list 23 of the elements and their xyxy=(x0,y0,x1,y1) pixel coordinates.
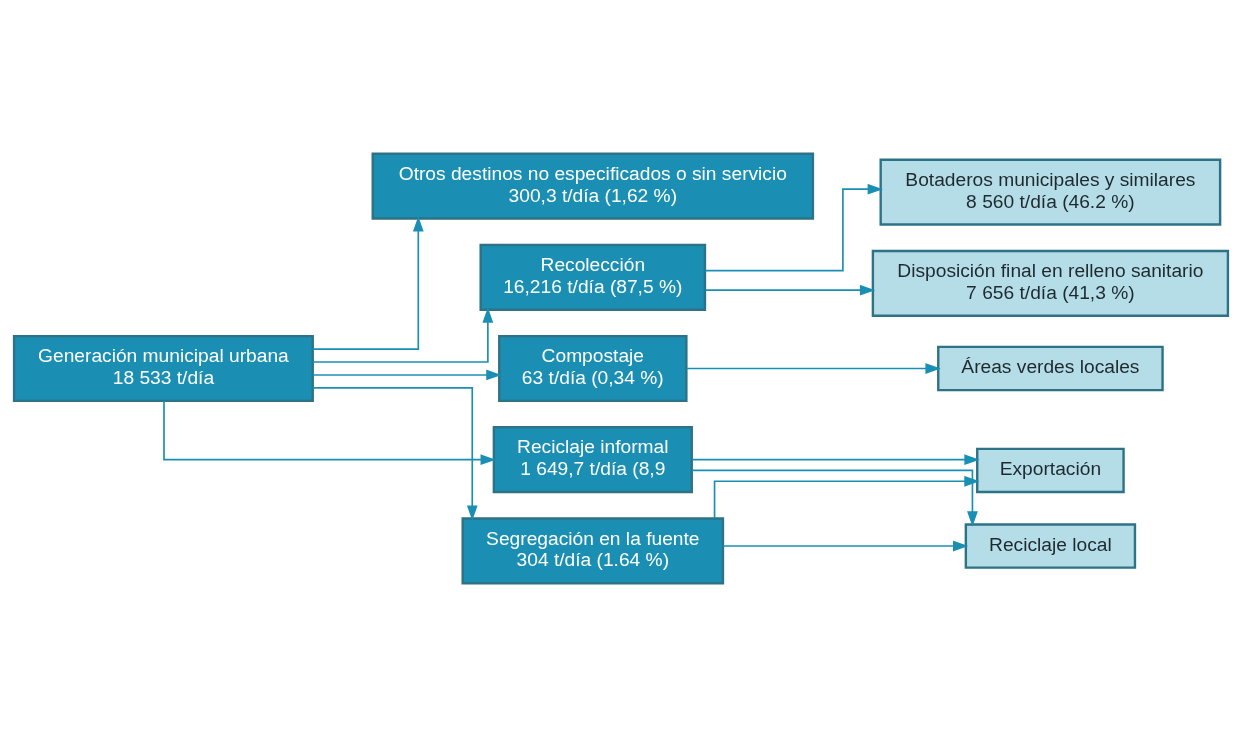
arrow xyxy=(722,540,969,552)
arrow xyxy=(312,387,478,521)
node-box: Recolección 16,216 t/día (87,5 %) xyxy=(479,243,707,311)
node-box: Áreas verdes locales xyxy=(937,345,1164,392)
node-box: Exportación xyxy=(976,447,1125,494)
arrow xyxy=(704,284,876,296)
arrow xyxy=(691,469,978,527)
node-box: Generación municipal urbana 18 533 t/día xyxy=(12,334,314,403)
arrow xyxy=(312,369,502,381)
node-box: Reciclaje informal 1 649,7 t/día (8,9 xyxy=(492,426,693,494)
arrow xyxy=(311,307,494,363)
node-box: Otros destinos no especificados o sin servicio 300,3 t/día (1,62 %) xyxy=(371,152,815,220)
node-box: Reciclaje local xyxy=(964,523,1137,569)
arrow xyxy=(311,216,424,350)
node-box: Disposición final en relleno sanitario 7 656 t/día (41,3 %) xyxy=(871,249,1230,317)
node-box: Segregación en la fuente 304 t/día (1.64 %) xyxy=(461,517,725,585)
arrow xyxy=(713,475,980,519)
arrow xyxy=(685,363,941,374)
node-box: Compostaje 63 t/día (0,34 %) xyxy=(498,334,688,403)
arrow xyxy=(163,400,496,466)
arrow xyxy=(691,454,980,466)
node-box: Botaderos municipales y similares 8 560 t/día (46.2 %) xyxy=(879,158,1222,226)
arrow xyxy=(704,183,884,272)
